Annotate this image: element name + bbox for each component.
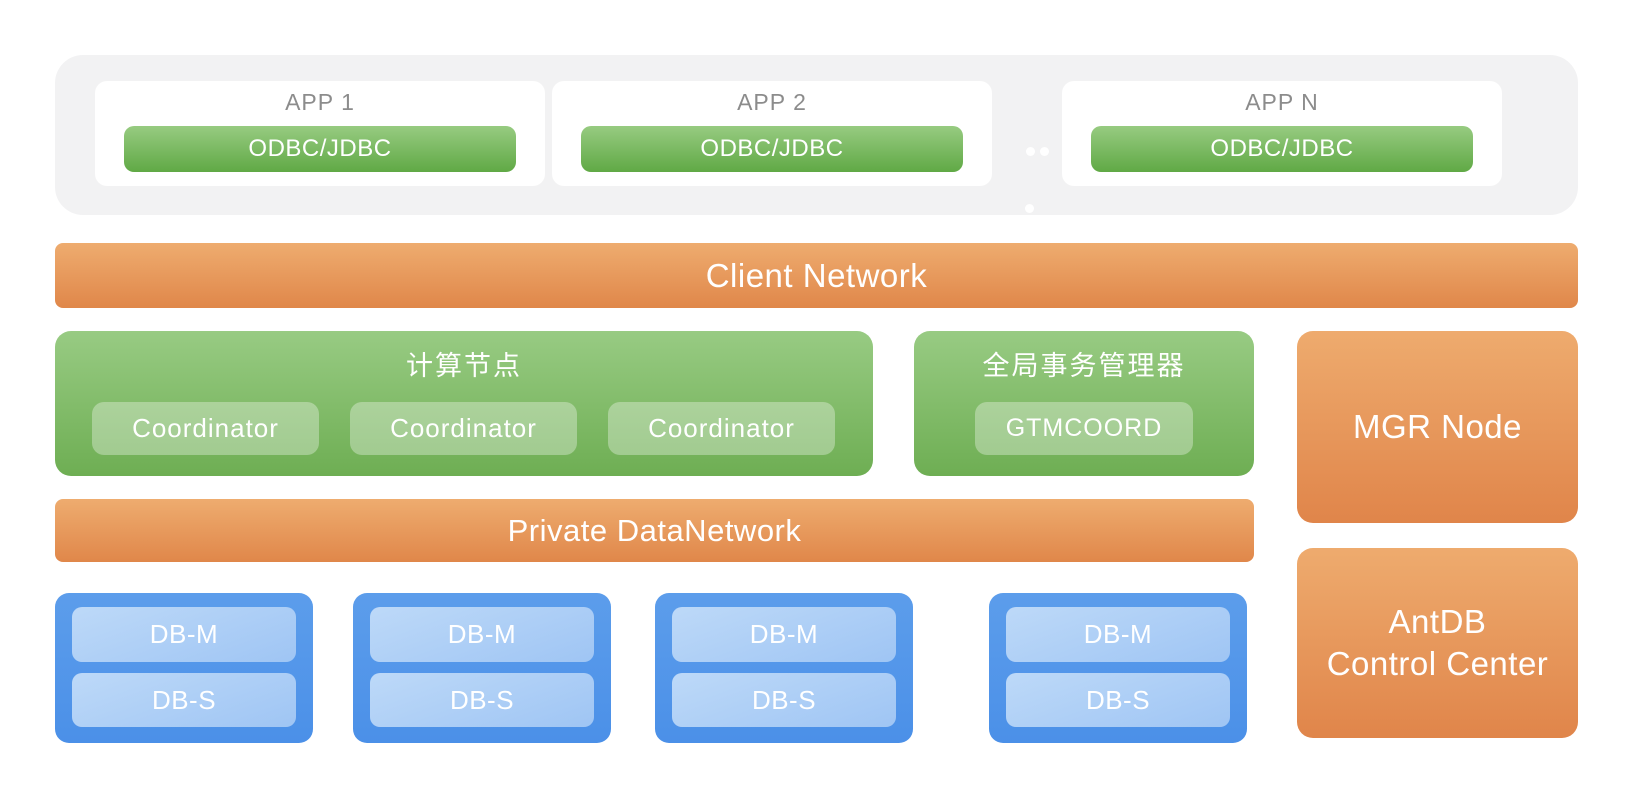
- compute-node-box: 计算节点 Coordinator Coordinator Coordinator: [55, 331, 873, 476]
- db-group-3-master: DB-M: [672, 607, 896, 662]
- ellipsis-dot-1: [1026, 147, 1035, 156]
- app-tier-container: APP 1 ODBC/JDBC APP 2 ODBC/JDBC APP N OD…: [55, 55, 1578, 215]
- db-group-1: DB-M DB-S: [55, 593, 313, 743]
- coordinator-node-3: Coordinator: [608, 402, 835, 455]
- antdb-control-center-line1: AntDB: [1388, 603, 1487, 640]
- app-1-odbc-jdbc-badge: ODBC/JDBC: [124, 126, 516, 172]
- mgr-node-box: MGR Node: [1297, 331, 1578, 523]
- global-transaction-manager-box: 全局事务管理器 GTMCOORD: [914, 331, 1254, 476]
- app-card-2: APP 2 ODBC/JDBC: [552, 81, 992, 186]
- gtm-title: 全局事务管理器: [982, 351, 1186, 381]
- antdb-control-center-label: AntDB Control Center: [1327, 601, 1549, 685]
- db-group-4: DB-M DB-S: [989, 593, 1247, 743]
- db-group-1-slave: DB-S: [72, 673, 296, 727]
- db-group-4-slave: DB-S: [1006, 673, 1230, 727]
- private-data-network-bar: Private DataNetwork: [55, 499, 1254, 562]
- coordinator-node-2: Coordinator: [350, 402, 577, 455]
- coordinator-node-1: Coordinator: [92, 402, 319, 455]
- app-2-odbc-jdbc-badge: ODBC/JDBC: [581, 126, 963, 172]
- compute-node-title: 计算节点: [406, 351, 522, 381]
- app-card-n: APP N ODBC/JDBC: [1062, 81, 1502, 186]
- app-1-title: APP 1: [285, 89, 355, 115]
- mgr-node-label: MGR Node: [1352, 408, 1523, 445]
- db-group-2-slave: DB-S: [370, 673, 594, 727]
- antdb-control-center-line2: Control Center: [1326, 645, 1549, 682]
- ellipsis-dot-3: [1025, 204, 1034, 213]
- db-group-2: DB-M DB-S: [353, 593, 611, 743]
- db-group-3-slave: DB-S: [672, 673, 896, 727]
- gtmcoord-node: GTMCOORD: [975, 402, 1193, 455]
- ellipsis-dot-2: [1040, 147, 1049, 156]
- antdb-control-center-box: AntDB Control Center: [1297, 548, 1578, 738]
- client-network-label: Client Network: [705, 256, 928, 294]
- db-group-1-master: DB-M: [72, 607, 296, 662]
- app-n-title: APP N: [1245, 89, 1319, 115]
- db-group-2-master: DB-M: [370, 607, 594, 662]
- app-card-1: APP 1 ODBC/JDBC: [95, 81, 545, 186]
- client-network-bar: Client Network: [55, 243, 1578, 308]
- db-group-3: DB-M DB-S: [655, 593, 913, 743]
- db-group-4-master: DB-M: [1006, 607, 1230, 662]
- app-n-odbc-jdbc-badge: ODBC/JDBC: [1091, 126, 1473, 172]
- private-data-network-label: Private DataNetwork: [507, 512, 802, 548]
- app-2-title: APP 2: [737, 89, 807, 115]
